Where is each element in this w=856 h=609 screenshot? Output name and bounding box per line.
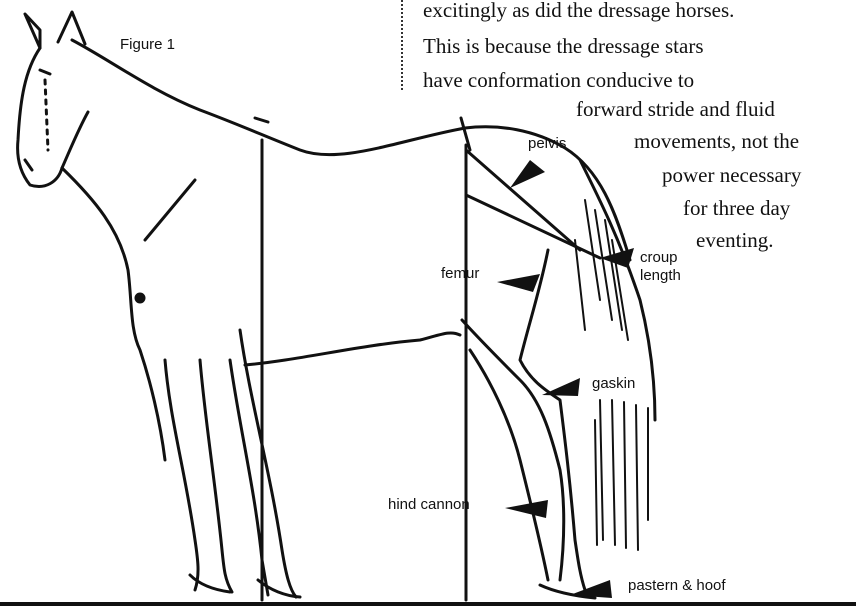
gaskin-arrow — [542, 378, 580, 396]
belly — [245, 333, 460, 365]
shoulder — [145, 180, 195, 240]
text-line: eventing. — [696, 230, 774, 251]
hind-leg-front — [470, 350, 548, 580]
label-pastern-hoof: pastern & hoof — [628, 578, 726, 593]
text-line: This is because the dressage stars — [423, 36, 704, 57]
eye — [40, 70, 50, 74]
pastern-arrow — [570, 580, 612, 598]
text-column-rule — [401, 0, 403, 90]
label-gaskin: gaskin — [592, 376, 635, 391]
label-croup: croup — [640, 250, 678, 265]
label-length: length — [640, 268, 681, 283]
ear-left — [25, 14, 40, 48]
label-femur: femur — [441, 266, 479, 281]
label-hind-cannon: hind cannon — [388, 497, 470, 512]
text-line: power necessary — [662, 165, 801, 186]
label-pelvis: pelvis — [528, 136, 566, 151]
front-leg-left-back — [200, 360, 232, 592]
femur-arrow — [497, 274, 540, 292]
chest — [62, 168, 165, 460]
nostril — [25, 160, 32, 170]
vertical-withers-tick — [255, 118, 268, 122]
pelvis-arrow — [510, 160, 545, 188]
text-line: excitingly as did the dressage horses. — [423, 0, 734, 21]
text-line: movements, not the — [634, 131, 799, 152]
figure-title: Figure 1 — [120, 37, 175, 52]
pelvis-line — [466, 150, 580, 250]
text-line: for three day — [683, 198, 790, 219]
hind-leg-back — [520, 250, 585, 590]
front-leg-left — [165, 360, 198, 590]
text-line: have conformation conducive to — [423, 70, 694, 91]
cannon-arrow — [505, 500, 548, 518]
text-line: forward stride and fluid — [576, 99, 775, 120]
elbow-dot — [136, 294, 144, 302]
face-mark — [45, 80, 48, 150]
